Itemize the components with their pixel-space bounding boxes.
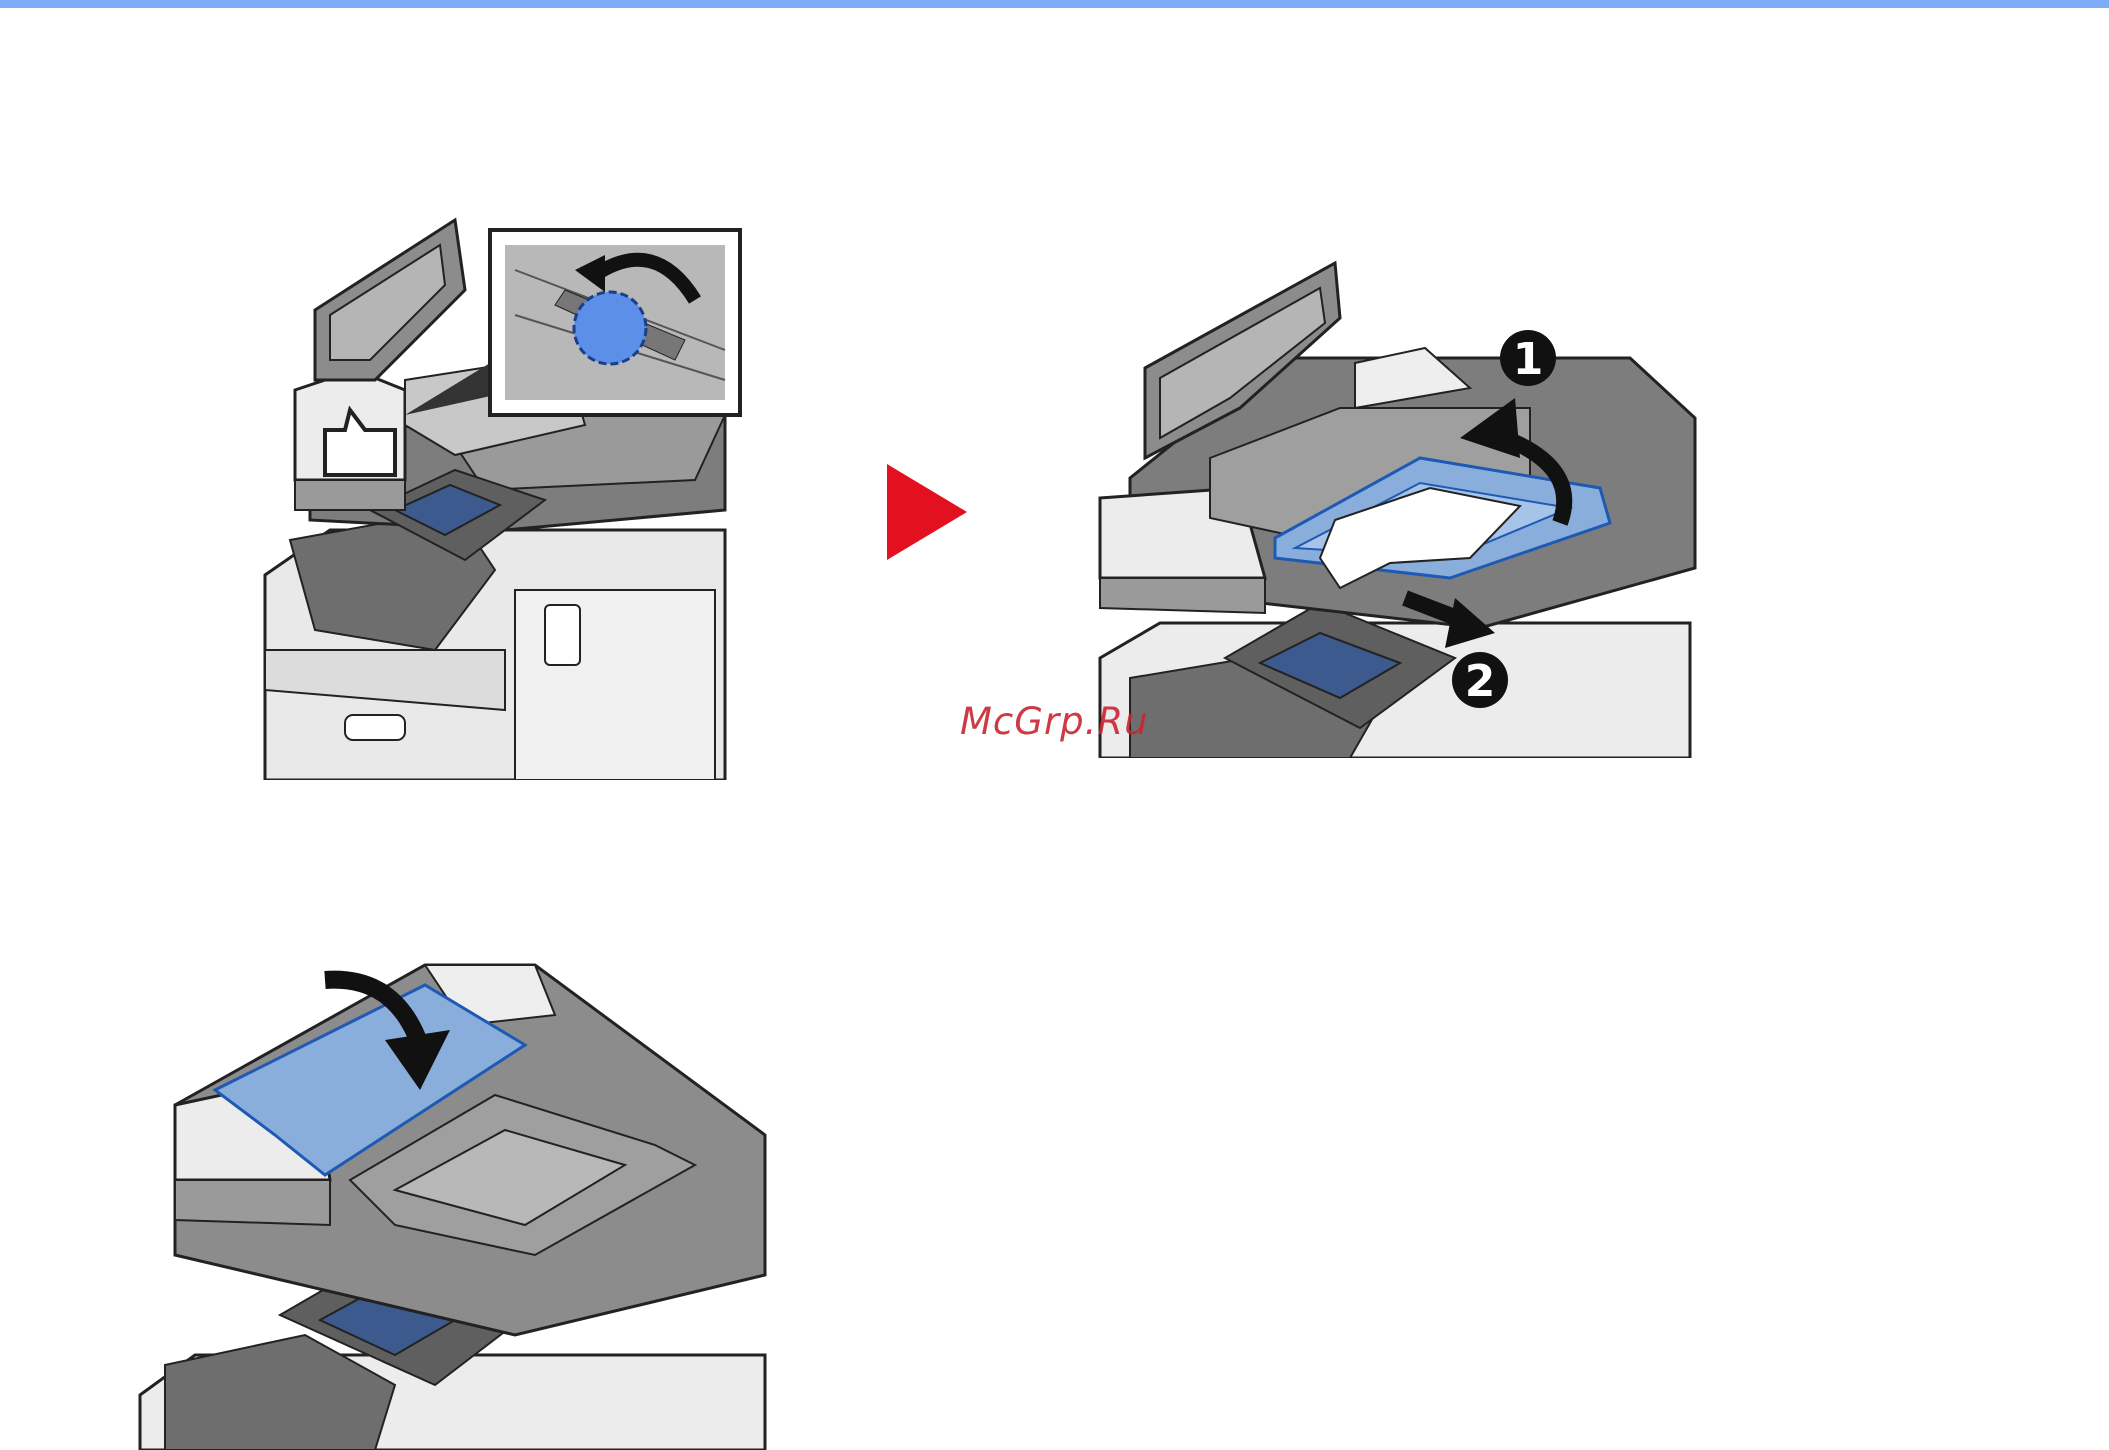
step-badge-2-label: 2 — [1465, 656, 1496, 707]
illustration-knob-release — [255, 210, 755, 780]
top-rule — [0, 0, 2109, 8]
step-badge-2: 2 — [1452, 652, 1508, 708]
watermark-text: McGrp.Ru — [960, 700, 1149, 743]
step-badge-1-label: 1 — [1513, 334, 1544, 385]
step-badge-1: 1 — [1500, 330, 1556, 386]
next-step-arrow-icon — [885, 462, 970, 562]
illustration-close-cover — [135, 955, 775, 1450]
illustration-remove-paper: 1 2 — [1090, 258, 1710, 758]
